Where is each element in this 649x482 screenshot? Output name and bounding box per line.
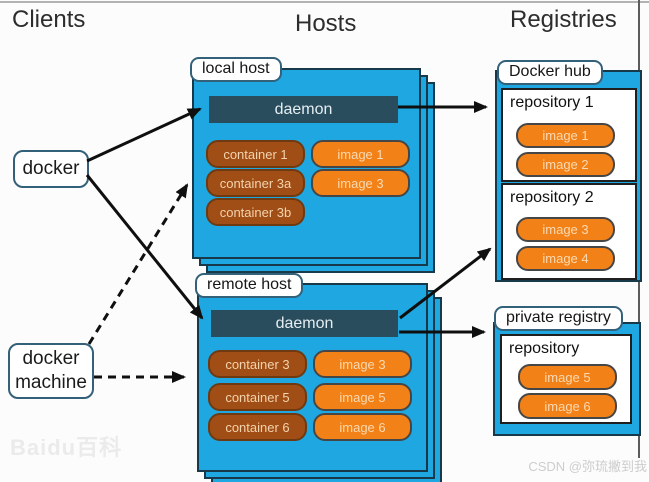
image-chip: image 1 <box>311 140 410 168</box>
arrow-docker-to-local-daemon <box>86 107 202 163</box>
remote-host-tab: remote host <box>195 273 304 298</box>
private-registry-tab: private registry <box>494 306 623 331</box>
private-registry-box: repository image 5 image 6 <box>493 322 641 436</box>
image-chip: image 6 <box>518 393 617 419</box>
image-chip: image 1 <box>516 123 615 148</box>
image-chip: image 5 <box>313 383 412 411</box>
image-chip: image 3 <box>311 169 410 197</box>
repository-box: repository image 5 image 6 <box>500 334 632 424</box>
local-host-box: daemon container 1 image 1 container 3a … <box>192 68 421 259</box>
image-chip: image 2 <box>516 152 615 177</box>
image-chip: image 3 <box>313 350 412 378</box>
image-chip: image 5 <box>518 364 617 390</box>
docker-hub-tab: Docker hub <box>497 60 603 85</box>
container-chip: container 6 <box>208 413 307 441</box>
repository-box: repository 2 image 3 image 4 <box>501 183 637 280</box>
top-border-line <box>0 1 649 3</box>
repository-box: repository 1 image 1 image 2 <box>501 88 637 182</box>
remote-host-box: daemon container 3 image 3 container 5 i… <box>197 283 428 472</box>
repository-title: repository 1 <box>510 94 594 111</box>
repository-title: repository 2 <box>510 189 594 206</box>
client-node-docker-machine: docker machine <box>8 343 94 399</box>
image-chip: image 6 <box>313 413 412 441</box>
container-chip: container 3a <box>206 169 305 197</box>
csdn-watermark: CSDN @弥琉撇到我 <box>528 459 647 474</box>
container-chip: container 3b <box>206 198 305 226</box>
remote-daemon-bar: daemon <box>211 310 398 337</box>
local-daemon-bar: daemon <box>209 96 398 123</box>
image-chip: image 4 <box>516 246 615 271</box>
container-chip: container 3 <box>208 350 307 378</box>
image-chip: image 3 <box>516 217 615 242</box>
docker-hub-box: repository 1 image 1 image 2 repository … <box>495 70 642 282</box>
column-header-hosts: Hosts <box>295 10 357 37</box>
container-chip: container 5 <box>208 383 307 411</box>
container-chip: container 1 <box>206 140 305 168</box>
baidu-watermark: Baidu百科 <box>10 435 123 460</box>
arrow-docker-to-remote-daemon <box>85 174 204 320</box>
column-header-registries: Registries <box>510 6 617 33</box>
column-header-clients: Clients <box>12 6 86 33</box>
client-node-docker: docker <box>13 150 89 188</box>
repository-title: repository <box>509 340 580 357</box>
local-host-tab: local host <box>190 57 282 82</box>
arrow-docker-machine-to-local-host-dashed <box>87 183 189 345</box>
